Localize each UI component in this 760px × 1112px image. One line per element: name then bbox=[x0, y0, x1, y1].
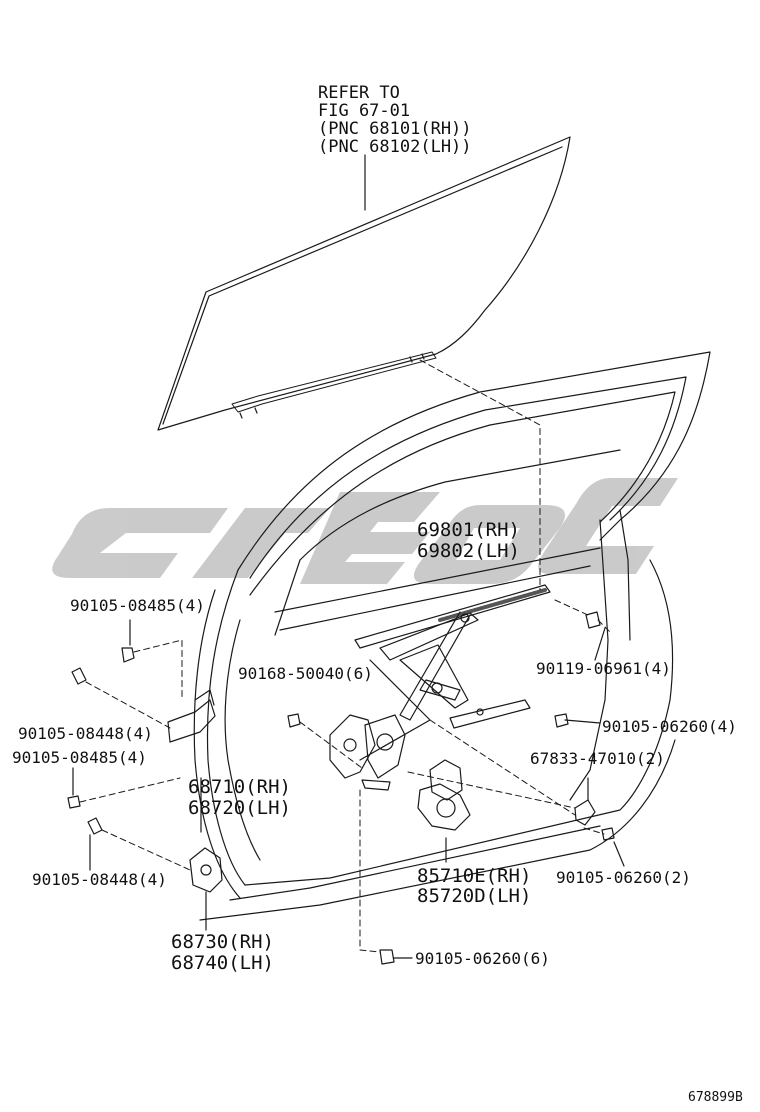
label-regulator-rh: 69801(RH) bbox=[417, 519, 520, 541]
label-motor-rh: 85710E(RH) bbox=[417, 865, 532, 887]
label-bolt-90105-08448-upper: 90105-08448(4) bbox=[18, 724, 153, 743]
dashed-leader-lines bbox=[79, 359, 611, 953]
label-hinge-lower-rh: 68730(RH) bbox=[171, 931, 274, 953]
label-motor-lh: 85720D(LH) bbox=[417, 885, 532, 907]
label-bolt-90105-06260-2: 90105-06260(2) bbox=[556, 868, 691, 887]
bolts bbox=[67, 611, 625, 965]
refer-note-line2: FIG 67-01 bbox=[318, 101, 411, 121]
label-bolt-90119-06961: 90119-06961(4) bbox=[536, 659, 671, 678]
upper-hinge bbox=[167, 689, 216, 833]
label-hinge-upper-rh: 68710(RH) bbox=[188, 776, 291, 798]
refer-note-line4: (PNC 68102(LH)) bbox=[318, 137, 472, 157]
lower-hinge bbox=[189, 847, 223, 931]
window-stopper bbox=[574, 777, 596, 826]
label-stopper-67833-47010: 67833-47010(2) bbox=[530, 749, 665, 768]
regulator-motor bbox=[417, 759, 471, 863]
refer-note-line1: REFER TO bbox=[318, 83, 400, 103]
run-channel bbox=[354, 584, 551, 649]
label-regulator-lh: 69802(LH) bbox=[417, 540, 520, 562]
label-bolt-90105-08485-mid: 90105-08485(4) bbox=[12, 748, 147, 767]
label-bolt-90105-06260-6: 90105-06260(6) bbox=[415, 949, 550, 968]
door-frame bbox=[193, 351, 711, 921]
label-bolt-90105-06260-4: 90105-06260(4) bbox=[602, 717, 737, 736]
watermark-logo bbox=[52, 478, 678, 584]
refer-note-line3: (PNC 68101(RH)) bbox=[318, 119, 472, 139]
label-bolt-90168-50040: 90168-50040(6) bbox=[238, 664, 373, 683]
label-bolt-90105-08485-top: 90105-08485(4) bbox=[70, 596, 205, 615]
label-hinge-upper-lh: 68720(LH) bbox=[188, 797, 291, 819]
label-bolt-90105-08448-lower: 90105-08448(4) bbox=[32, 870, 167, 889]
door-glass-outline bbox=[157, 136, 571, 431]
figure-id: 678899B bbox=[688, 1090, 743, 1105]
label-hinge-lower-lh: 68740(LH) bbox=[171, 952, 274, 974]
